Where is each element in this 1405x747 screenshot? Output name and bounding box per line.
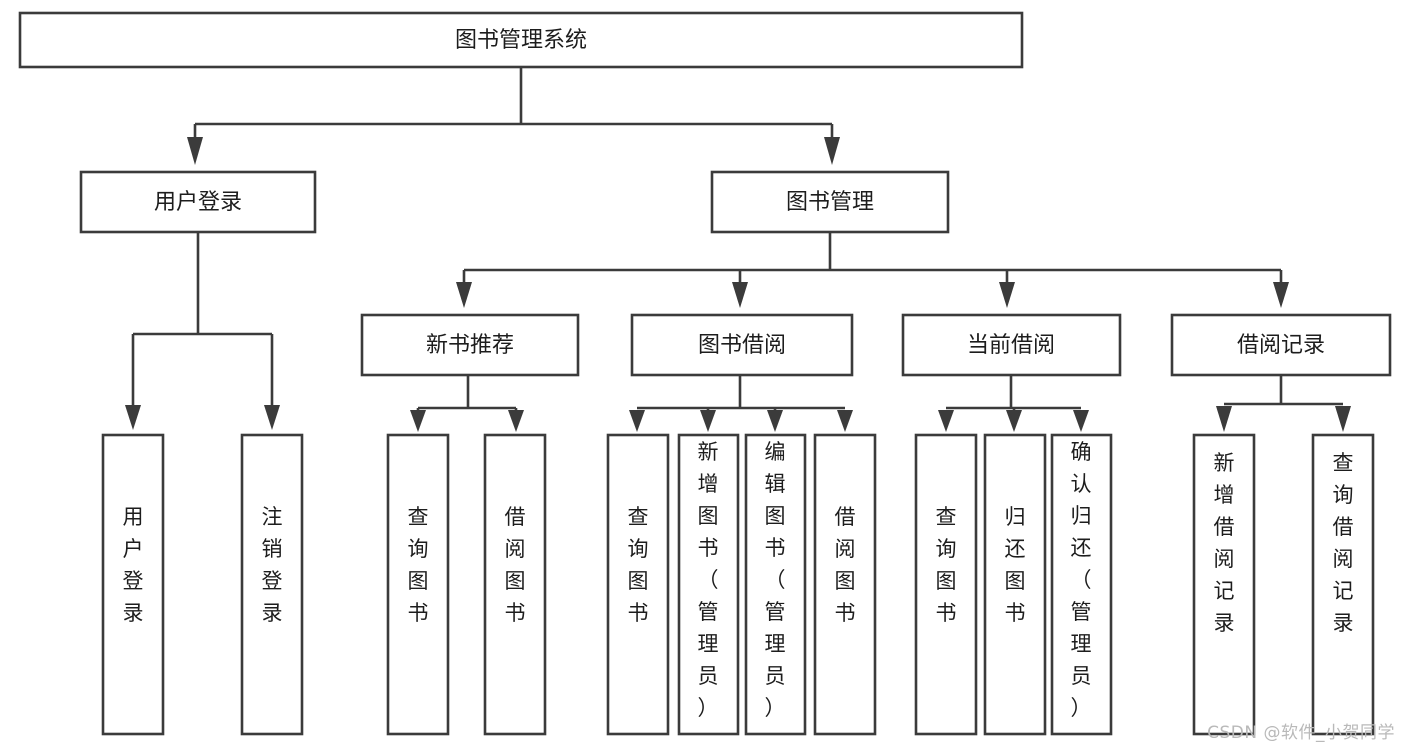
- node-leaf-query-book-borrow[interactable]: 查询图书: [606, 433, 670, 736]
- node-leaf-user-logout[interactable]: 注销登录: [240, 433, 304, 736]
- arrow-head-book-manage: [824, 137, 840, 165]
- node-leaf-add-book[interactable]: 新增图书（管理员）: [677, 433, 740, 736]
- node-book-manage-box[interactable]: [710, 170, 950, 234]
- node-borrow-record[interactable]: 借阅记录: [1170, 313, 1392, 377]
- node-leaf-edit-book-label: 编辑图书（管理员）: [765, 440, 786, 720]
- node-leaf-edit-book-box[interactable]: [744, 433, 807, 736]
- node-leaf-add-book-label: 新增图书（管理员）: [698, 440, 719, 720]
- arrow-head-new-book-rec: [456, 282, 472, 308]
- node-leaf-borrow-book-rec[interactable]: 借阅图书: [483, 433, 547, 736]
- node-leaf-user-login-box[interactable]: [101, 433, 165, 736]
- node-leaf-add-record-box[interactable]: [1192, 433, 1256, 736]
- arrow-head-current-borrow: [999, 282, 1015, 308]
- node-leaf-return-book-label: 归还图书: [1005, 505, 1026, 625]
- node-new-book-rec[interactable]: 新书推荐: [360, 313, 580, 377]
- edge-group-book-manage: [456, 232, 1289, 308]
- arrow-head-leaf-user-login: [125, 405, 141, 430]
- node-leaf-add-book-box[interactable]: [677, 433, 740, 736]
- edge-group-borrow-record: [1216, 375, 1351, 432]
- node-leaf-user-login[interactable]: 用户登录: [101, 433, 165, 736]
- node-root[interactable]: 图书管理系统: [18, 11, 1024, 69]
- node-leaf-borrow-book-rec-label: 借阅图书: [505, 505, 526, 625]
- node-leaf-query-book-borrow-box[interactable]: [606, 433, 670, 736]
- node-leaf-user-logout-label: 注销登录: [262, 505, 283, 625]
- arrow-head-leaf-return-book: [1006, 410, 1022, 432]
- node-book-borrow-label: 图书借阅: [698, 333, 786, 358]
- node-leaf-query-book-rec-label: 查询图书: [408, 505, 429, 625]
- node-new-book-rec-label: 新书推荐: [426, 333, 514, 358]
- node-current-borrow[interactable]: 当前借阅: [901, 313, 1122, 377]
- node-leaf-query-record[interactable]: 查询借阅记录: [1311, 433, 1375, 736]
- node-leaf-confirm-return-box[interactable]: [1050, 433, 1113, 736]
- edge-group-user-login: [125, 232, 280, 430]
- node-leaf-query-record-label: 查询借阅记录: [1333, 451, 1354, 635]
- arrow-head-leaf-borrow-book-rec: [508, 410, 524, 432]
- node-book-borrow-box[interactable]: [630, 313, 854, 377]
- node-leaf-query-book-rec-box[interactable]: [386, 433, 450, 736]
- arrow-head-leaf-query-book-rec: [410, 410, 426, 432]
- node-borrow-record-label: 借阅记录: [1237, 333, 1325, 358]
- arrow-head-leaf-borrow-book: [837, 410, 853, 432]
- node-leaf-query-book-rec[interactable]: 查询图书: [386, 433, 450, 736]
- arrow-head-leaf-user-logout: [264, 405, 280, 430]
- edge-group-root: [187, 67, 840, 165]
- node-current-borrow-box[interactable]: [901, 313, 1122, 377]
- node-leaf-borrow-book-rec-box[interactable]: [483, 433, 547, 736]
- node-leaf-return-book[interactable]: 归还图书: [983, 433, 1047, 736]
- node-leaf-borrow-book-label: 借阅图书: [835, 505, 856, 625]
- node-current-borrow-label: 当前借阅: [967, 333, 1055, 358]
- node-book-manage[interactable]: 图书管理: [710, 170, 950, 234]
- node-leaf-add-record-label: 新增借阅记录: [1214, 451, 1235, 635]
- node-leaf-edit-book[interactable]: 编辑图书（管理员）: [744, 433, 807, 736]
- node-leaf-borrow-book[interactable]: 借阅图书: [813, 433, 877, 736]
- arrow-head-borrow-record: [1273, 282, 1289, 308]
- node-user-login-label: 用户登录: [154, 190, 242, 215]
- node-leaf-user-logout-box[interactable]: [240, 433, 304, 736]
- node-book-manage-label: 图书管理: [786, 190, 874, 215]
- node-book-borrow[interactable]: 图书借阅: [630, 313, 854, 377]
- edge-group-new-book-rec: [410, 375, 524, 432]
- node-leaf-return-book-box[interactable]: [983, 433, 1047, 736]
- node-leaf-query-record-box[interactable]: [1311, 433, 1375, 736]
- arrow-head-leaf-query-book-borrow: [629, 410, 645, 432]
- edge-group-current-borrow: [938, 375, 1089, 432]
- node-leaf-borrow-book-box[interactable]: [813, 433, 877, 736]
- arrow-head-leaf-edit-book: [767, 410, 783, 432]
- arrow-head-leaf-query-book-cur: [938, 410, 954, 432]
- arrow-head-leaf-confirm-return: [1073, 410, 1089, 432]
- edge-group-book-borrow: [629, 375, 853, 432]
- node-leaf-add-record[interactable]: 新增借阅记录: [1192, 433, 1256, 736]
- arrow-head-user-login: [187, 137, 203, 165]
- arrow-head-leaf-add-book: [700, 410, 716, 432]
- node-leaf-confirm-return[interactable]: 确认归还（管理员）: [1050, 433, 1113, 736]
- node-leaf-query-book-cur-label: 查询图书: [936, 505, 957, 625]
- node-leaf-query-book-cur-box[interactable]: [914, 433, 978, 736]
- node-new-book-rec-box[interactable]: [360, 313, 580, 377]
- arrow-head-book-borrow: [732, 282, 748, 308]
- node-leaf-user-login-label: 用户登录: [123, 505, 144, 625]
- node-leaf-query-book-borrow-label: 查询图书: [628, 505, 649, 625]
- node-leaf-query-book-cur[interactable]: 查询图书: [914, 433, 978, 736]
- node-user-login[interactable]: 用户登录: [79, 170, 317, 234]
- arrow-head-leaf-query-record: [1335, 406, 1351, 432]
- node-borrow-record-box[interactable]: [1170, 313, 1392, 377]
- node-root-box[interactable]: [18, 11, 1024, 69]
- node-user-login-box[interactable]: [79, 170, 317, 234]
- leaf-nodes: 用户登录 注销登录 查询图书 借阅图书 查询图书 新增图书（管理员）: [101, 433, 1375, 736]
- node-root-label: 图书管理系统: [455, 28, 587, 53]
- arrow-head-leaf-add-record: [1216, 406, 1232, 432]
- node-leaf-confirm-return-label: 确认归还（管理员）: [1071, 440, 1092, 720]
